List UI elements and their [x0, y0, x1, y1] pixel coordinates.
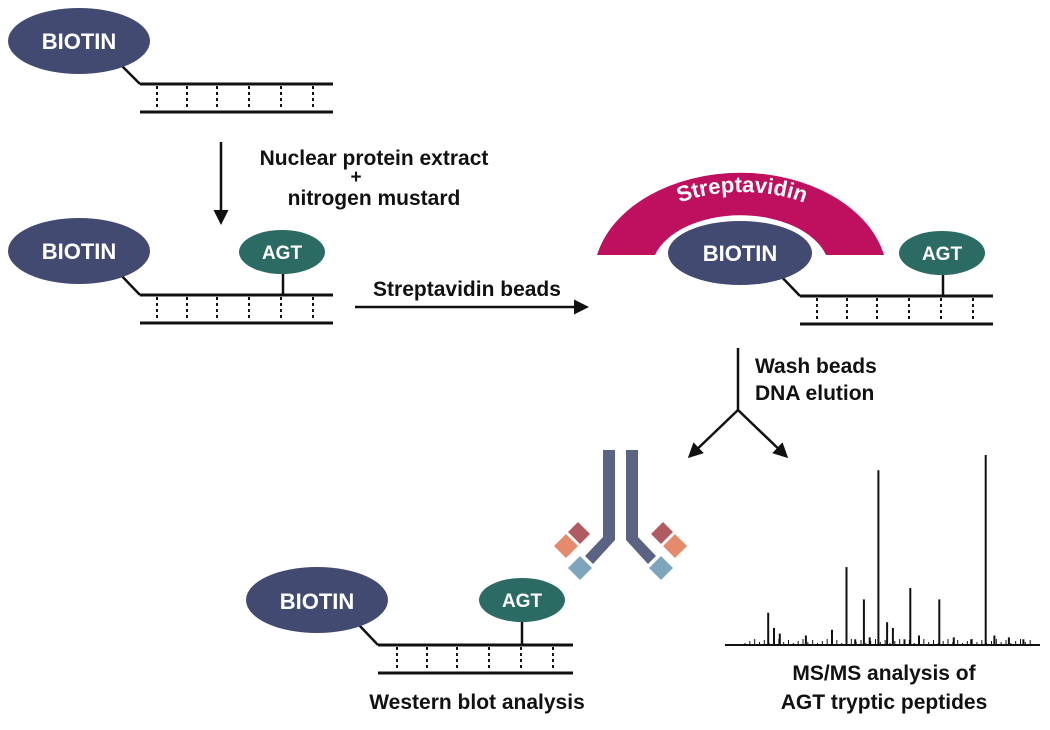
antibody-light-chain-right-mid [663, 534, 687, 558]
agt-ellipse [479, 578, 565, 622]
dna-rungs [156, 86, 314, 110]
msms-label-line1: MS/MS analysis of [792, 662, 976, 685]
biotin-linker [357, 623, 379, 646]
arrow-split-step3 [687, 348, 789, 459]
antibody-light-chain-right-bottom [649, 556, 673, 580]
biotin-ellipse [8, 8, 150, 74]
biotin-label: BIOTIN [703, 241, 778, 266]
antibody-heavy-chain-left [585, 450, 615, 564]
biotin-label: BIOTIN [280, 589, 355, 614]
antibody-heavy-chain-right [626, 450, 656, 564]
dna-rungs [816, 298, 974, 322]
western-blot-label: Western blot analysis [369, 691, 585, 714]
step2-label: Streptavidin beads [373, 278, 561, 301]
msms-spectrum [725, 455, 1040, 646]
biotin-ellipse [246, 567, 388, 633]
construct-4: BIOTIN AGT [246, 567, 573, 675]
dna-rungs [156, 297, 314, 321]
antibody [554, 450, 687, 580]
biotin-label: BIOTIN [42, 239, 117, 264]
agt-ellipse [899, 231, 985, 275]
agt-ellipse [239, 230, 325, 274]
construct-1: BIOTIN [8, 8, 333, 114]
construct-3: Streptavidin BIOTIN AGT [597, 172, 993, 326]
construct-2: BIOTIN AGT [8, 218, 333, 325]
spectrum-peaks [744, 455, 1031, 645]
step1-label-line2: nitrogen mustard [288, 187, 461, 210]
agt-label: AGT [502, 591, 543, 612]
step3-label-line2: DNA elution [755, 382, 874, 405]
antibody-light-chain-right-top [651, 522, 673, 544]
dna-rungs [396, 647, 554, 671]
agt-label: AGT [922, 244, 963, 265]
antibody-light-chain-left-bottom [568, 556, 592, 580]
step3-label-line1: Wash beads [755, 355, 877, 378]
biotin-label: BIOTIN [42, 29, 117, 54]
biotin-ellipse [668, 221, 812, 285]
step1-label-line1: Nuclear protein extract [260, 147, 489, 170]
antibody-light-chain-left-mid [554, 534, 578, 558]
agt-label: AGT [262, 243, 303, 264]
streptavidin-arc [597, 172, 884, 255]
antibody-light-chain-left-top [568, 522, 590, 544]
step1-plus: + [350, 167, 361, 188]
msms-label-line2: AGT tryptic peptides [781, 691, 988, 714]
biotin-ellipse [8, 218, 150, 284]
